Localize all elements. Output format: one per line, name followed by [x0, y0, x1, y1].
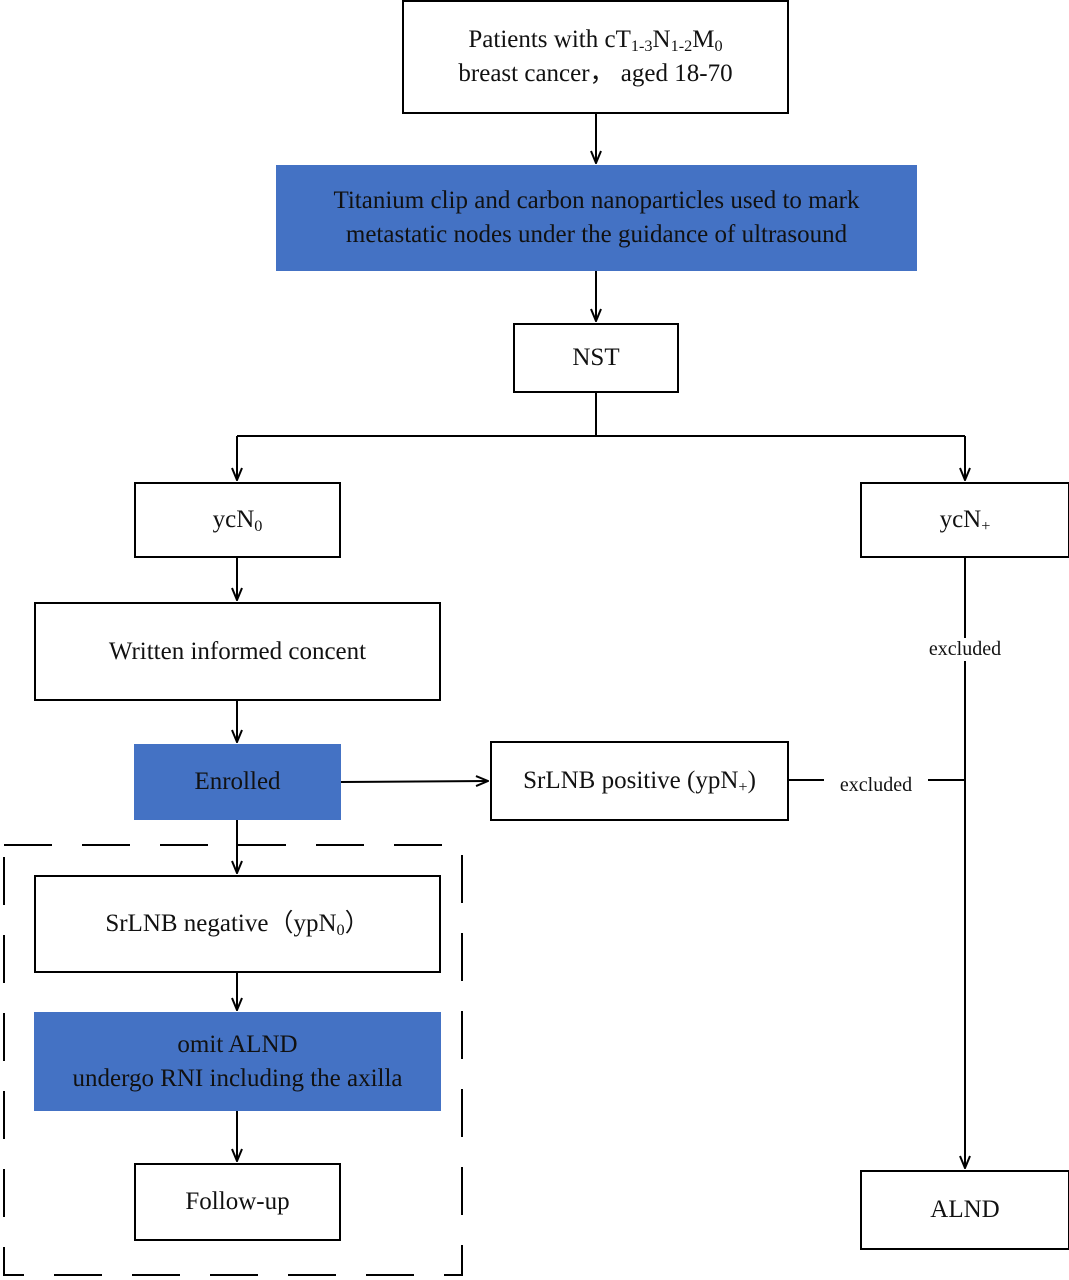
srlnb-negative-label: SrLNB negative（ypN0）	[105, 910, 370, 940]
box-ycnplus: ycN+	[860, 482, 1069, 558]
box-omit-alnd: omit ALND undergo RNI including the axil…	[34, 1012, 441, 1111]
box-srlnb-negative: SrLNB negative（ypN0）	[34, 875, 441, 973]
box-ycn0: ycN0	[134, 482, 341, 558]
omit-line2: undergo RNI including the axilla	[72, 1064, 403, 1092]
patients-line2: breast cancer， aged 18-70	[458, 60, 733, 87]
box-follow-up: Follow-up	[134, 1163, 341, 1241]
titanium-line1: Titanium clip and carbon nanoparticles u…	[333, 187, 860, 215]
excluded-label-right: excluded	[914, 638, 1016, 661]
box-srlnb-positive: SrLNB positive (ypN+)	[490, 741, 789, 821]
ycn0-label: ycN0	[212, 506, 263, 536]
box-written-consent: Written informed concent	[34, 602, 441, 701]
box-alnd: ALND	[860, 1170, 1069, 1250]
box-titanium-clip: Titanium clip and carbon nanoparticles u…	[276, 165, 917, 271]
titanium-line2: metastatic nodes under the guidance of u…	[345, 221, 848, 248]
box-nst: NST	[513, 323, 679, 393]
excluded-label-middle: excluded	[824, 774, 928, 797]
dashed-group-frame	[3, 844, 463, 1276]
arrow-enrolled-to-srlnb-pos	[340, 781, 488, 782]
nst-label: NST	[572, 344, 620, 372]
box-patients: Patients with cT1-3N1-2M0 breast cancer，…	[402, 0, 789, 114]
enrolled-label: Enrolled	[194, 768, 281, 796]
followup-label: Follow-up	[185, 1188, 290, 1216]
patients-line1: Patients with cT1-3N1-2M0	[468, 26, 723, 56]
ycnplus-label: ycN+	[939, 506, 991, 536]
srlnb-positive-label: SrLNB positive (ypN+)	[523, 767, 756, 797]
box-enrolled: Enrolled	[134, 744, 341, 820]
omit-line1: omit ALND	[177, 1030, 298, 1058]
consent-label: Written informed concent	[108, 637, 367, 665]
alnd-label: ALND	[930, 1196, 1000, 1224]
